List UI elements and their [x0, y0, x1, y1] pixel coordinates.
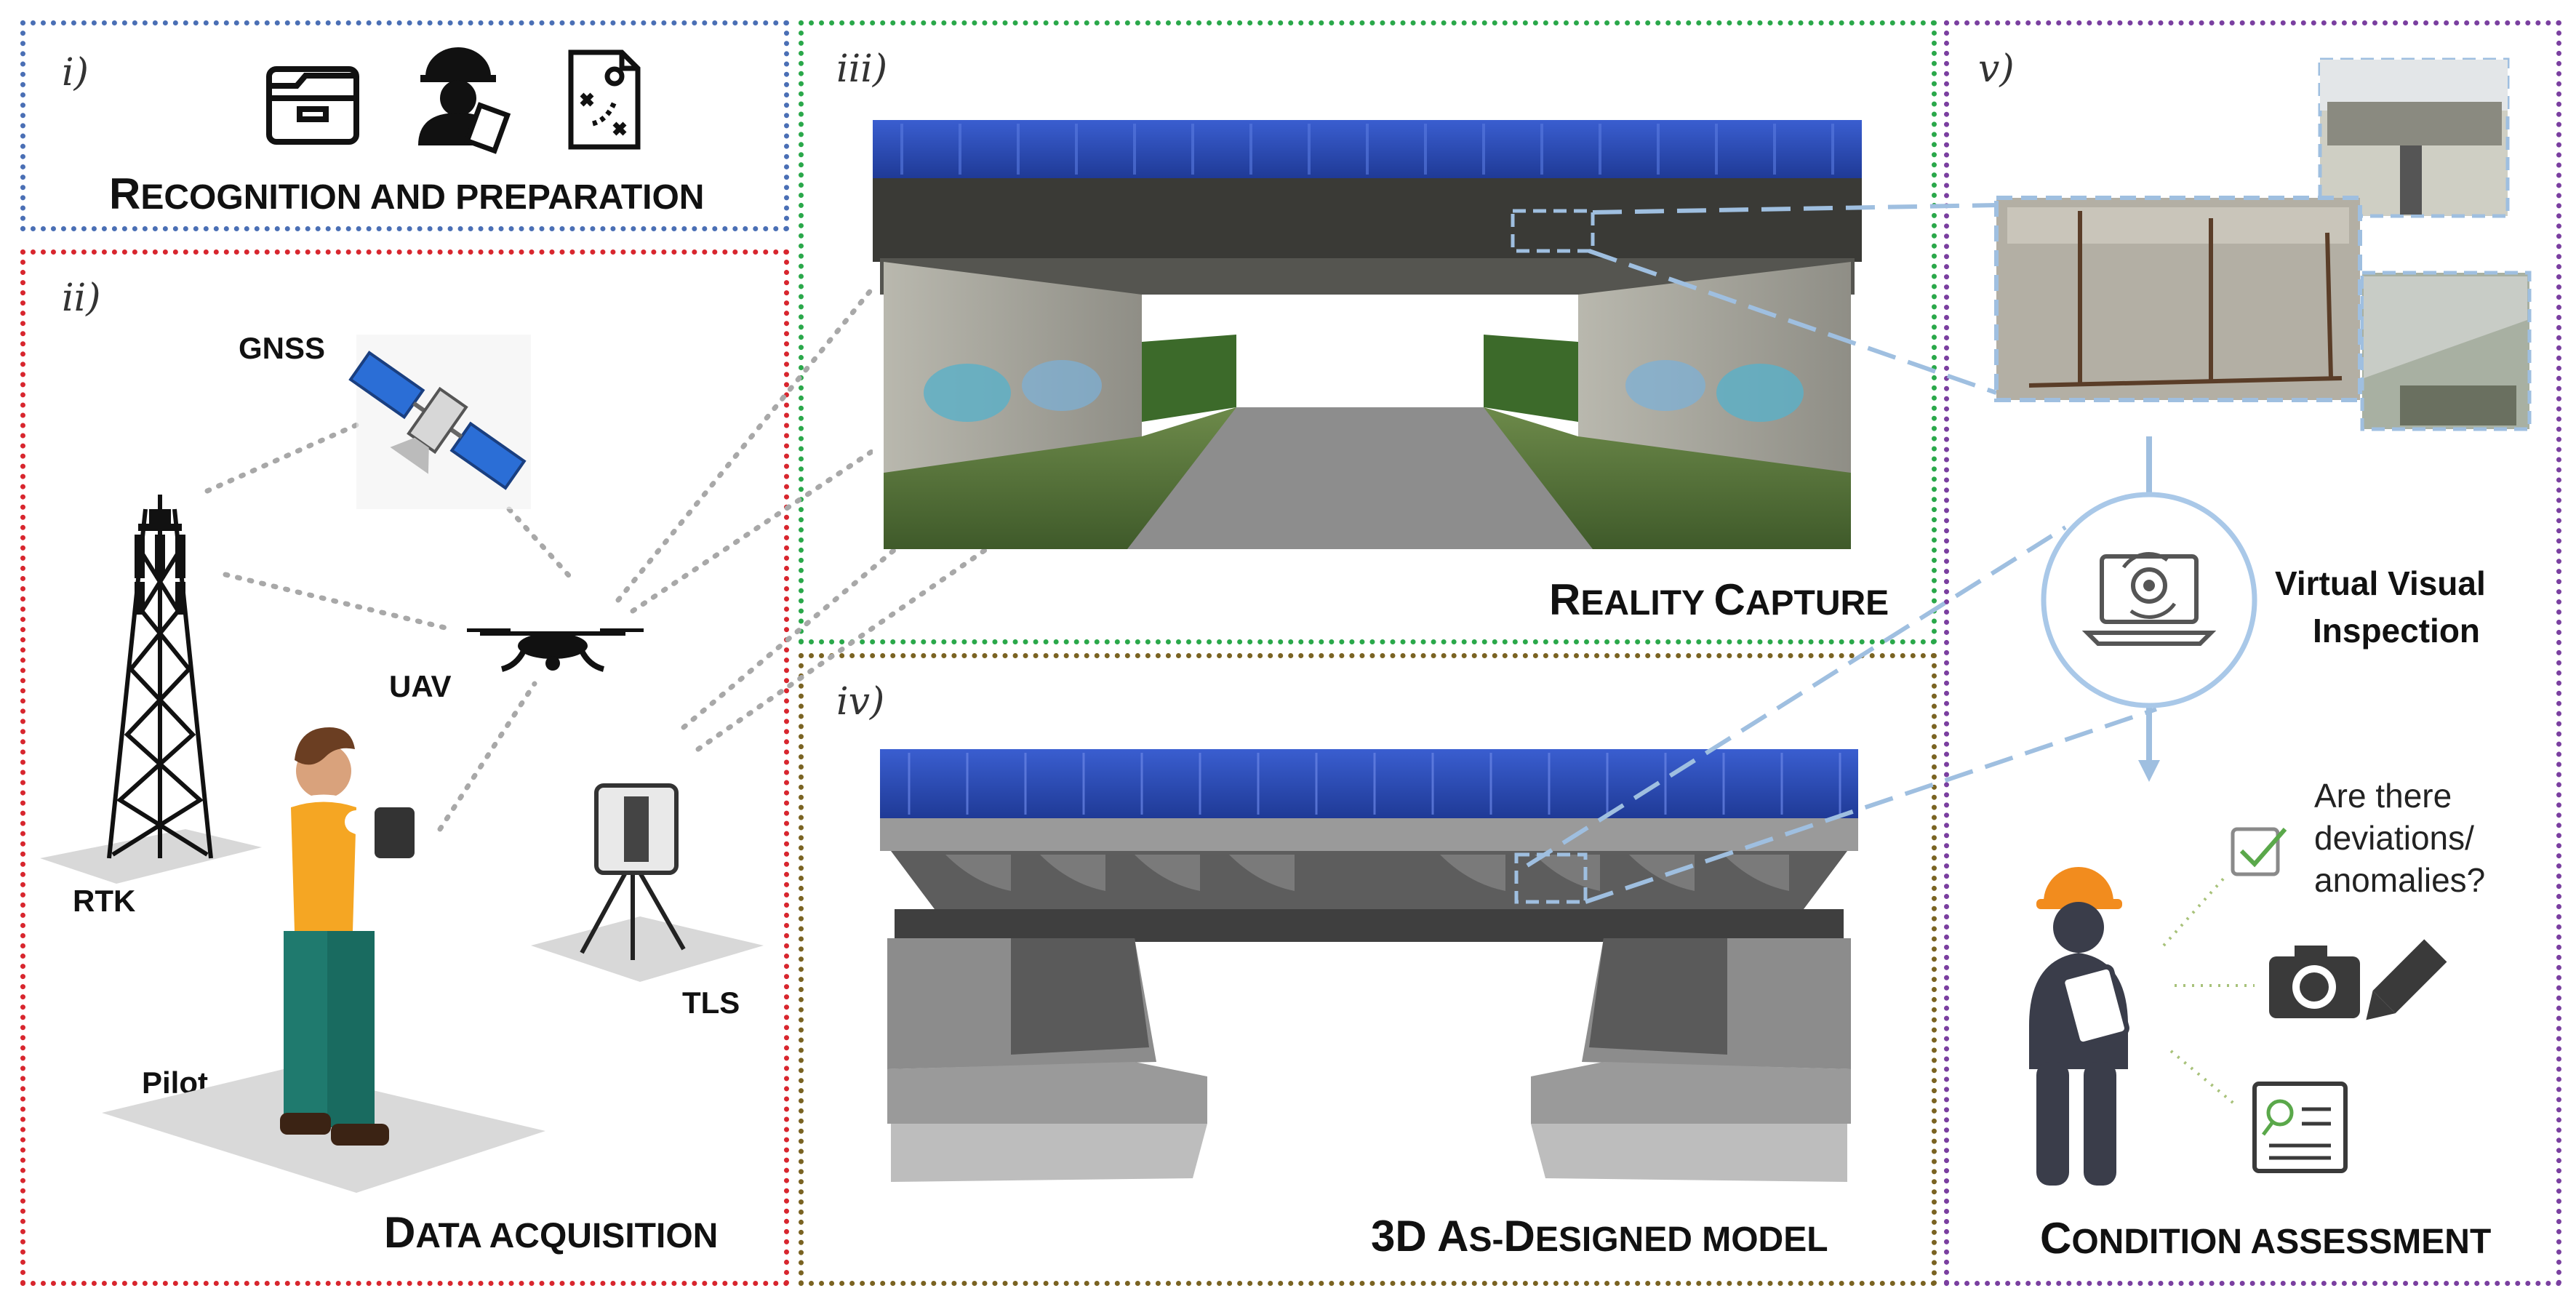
pencil-icon	[2366, 939, 2447, 1020]
strategy-plan-icon	[568, 49, 641, 150]
caption-condition-assessment: CONDITION ASSESSMENT	[2040, 1214, 2492, 1263]
panel-number-ii: ii)	[62, 276, 101, 320]
as-designed-bridge-model	[880, 749, 1858, 1182]
panel-as-designed	[799, 653, 1937, 1286]
panel-number-iv: iv)	[836, 680, 885, 724]
caption-as-designed-model: 3D AS-DESIGNED MODEL	[1371, 1212, 1828, 1260]
label-rtk: RTK	[73, 884, 136, 918]
caption-reality-capture: REALITY CAPTURE	[1549, 575, 1889, 624]
pilot-figure	[102, 727, 545, 1193]
uav-drone	[467, 628, 644, 672]
panel-acquisition	[20, 249, 789, 1286]
label-uav: UAV	[389, 669, 452, 703]
label-gnss: GNSS	[239, 331, 326, 365]
label-vvi-line2: Inspection	[2313, 612, 2481, 649]
vvi-laptop-icon	[2041, 492, 2257, 708]
checkbox-icon	[2231, 827, 2287, 876]
inspection-photo-top	[2318, 57, 2510, 218]
satellite-icon	[348, 335, 531, 509]
inspection-photo-main	[1994, 196, 2362, 402]
tls-scanner	[531, 783, 764, 982]
worker-with-tablet-icon	[418, 47, 511, 154]
inspector-figure	[2029, 867, 2129, 1186]
label-vvi-line1: Virtual Visual	[2275, 564, 2486, 602]
label-tls: TLS	[682, 986, 740, 1020]
rtk-tower	[40, 495, 262, 884]
panel-number-i: i)	[62, 51, 89, 95]
panel-recognition	[20, 20, 789, 231]
caption-recognition: RECOGNITION AND PREPARATION	[109, 169, 705, 218]
camera-icon	[2269, 946, 2360, 1018]
graffiti	[924, 360, 1804, 422]
folder-icon	[266, 66, 359, 145]
panel-reality-capture	[799, 20, 1937, 644]
point-cloud-bridge	[873, 120, 1862, 549]
leader-lines	[2162, 875, 2255, 1107]
inspection-photo-bottom	[2360, 271, 2532, 431]
panel-condition-assessment	[1944, 20, 2561, 1286]
caption-data-acquisition: DATA ACQUISITION	[384, 1208, 719, 1257]
report-icon	[2252, 1082, 2348, 1173]
panel-number-v: v)	[1978, 47, 2015, 91]
question-text: Are there deviations/ anomalies?	[2314, 777, 2486, 899]
dashed-links	[1526, 203, 2157, 904]
detail-highlight-model	[1514, 852, 1588, 904]
panel-number-iii: iii)	[836, 47, 888, 91]
